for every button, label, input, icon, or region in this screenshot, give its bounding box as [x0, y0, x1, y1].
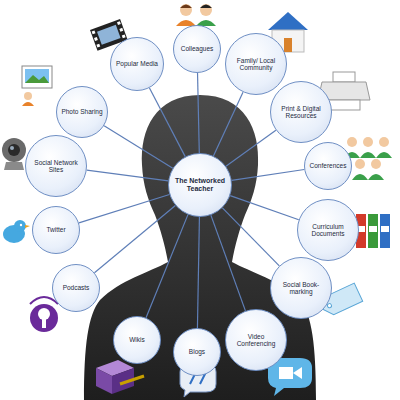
spoke-line [149, 88, 185, 157]
topic-circle: Popular Media [110, 37, 164, 91]
binders-icon [356, 214, 390, 248]
spoke-line [146, 215, 188, 318]
spoke-line [222, 208, 279, 266]
node-label: Video Conferencing [228, 333, 284, 348]
spoke-line [197, 217, 199, 328]
topic-circle: Photo Sharing [56, 86, 108, 138]
topic-circle: Social Book-marking [270, 257, 332, 319]
node-label: Photo Sharing [58, 108, 105, 115]
microphone-icon [30, 297, 58, 332]
webcam-icon [2, 138, 26, 170]
node-label: Podcasts [60, 284, 93, 291]
spoke-line [87, 170, 169, 181]
node-label: Print & Digital Resources [273, 105, 329, 120]
node-label: Conferences [307, 162, 350, 169]
topic-circle: Blogs [173, 328, 221, 376]
spoke-line [198, 73, 200, 153]
bird-icon [3, 220, 30, 243]
people-icon [176, 4, 216, 26]
node-label: Social Book-marking [273, 281, 329, 296]
spoke-line [232, 170, 305, 181]
topic-circle: Print & Digital Resources [270, 81, 332, 143]
topic-circle: Social Network Sites [25, 135, 87, 197]
photo-icon [22, 66, 52, 106]
spoke-line [230, 196, 299, 220]
topic-circle: Twitter [32, 206, 80, 254]
topic-circle: Video Conferencing [225, 309, 287, 371]
node-label: Wikis [126, 336, 148, 343]
wiki-icon [96, 360, 144, 394]
node-label: The Networked Teacher [171, 177, 228, 193]
spoke-line [226, 130, 276, 166]
node-label: Twitter [43, 226, 68, 233]
hub-circle: The Networked Teacher [168, 153, 232, 217]
spoke-line [213, 92, 243, 156]
topic-circle: Wikis [113, 316, 161, 364]
head-silhouette [84, 95, 316, 400]
node-label: Blogs [186, 348, 208, 355]
spoke-line [79, 195, 170, 223]
spoke-line [211, 215, 246, 311]
audience-icon [344, 137, 392, 180]
topic-circle: Curriculum Documents [297, 199, 359, 261]
topic-circle: Conferences [304, 142, 352, 190]
node-label: Social Network Sites [28, 159, 84, 174]
spoke-line [104, 126, 173, 168]
spoke-line [94, 205, 175, 272]
node-label: Popular Media [113, 60, 161, 67]
topic-circle: Colleagues [173, 25, 221, 73]
node-label: Curriculum Documents [300, 223, 356, 238]
node-label: Family/ Local Community [228, 57, 284, 72]
topic-circle: Family/ Local Community [225, 33, 287, 95]
topic-circle: Podcasts [52, 264, 100, 312]
node-label: Colleagues [178, 45, 217, 52]
